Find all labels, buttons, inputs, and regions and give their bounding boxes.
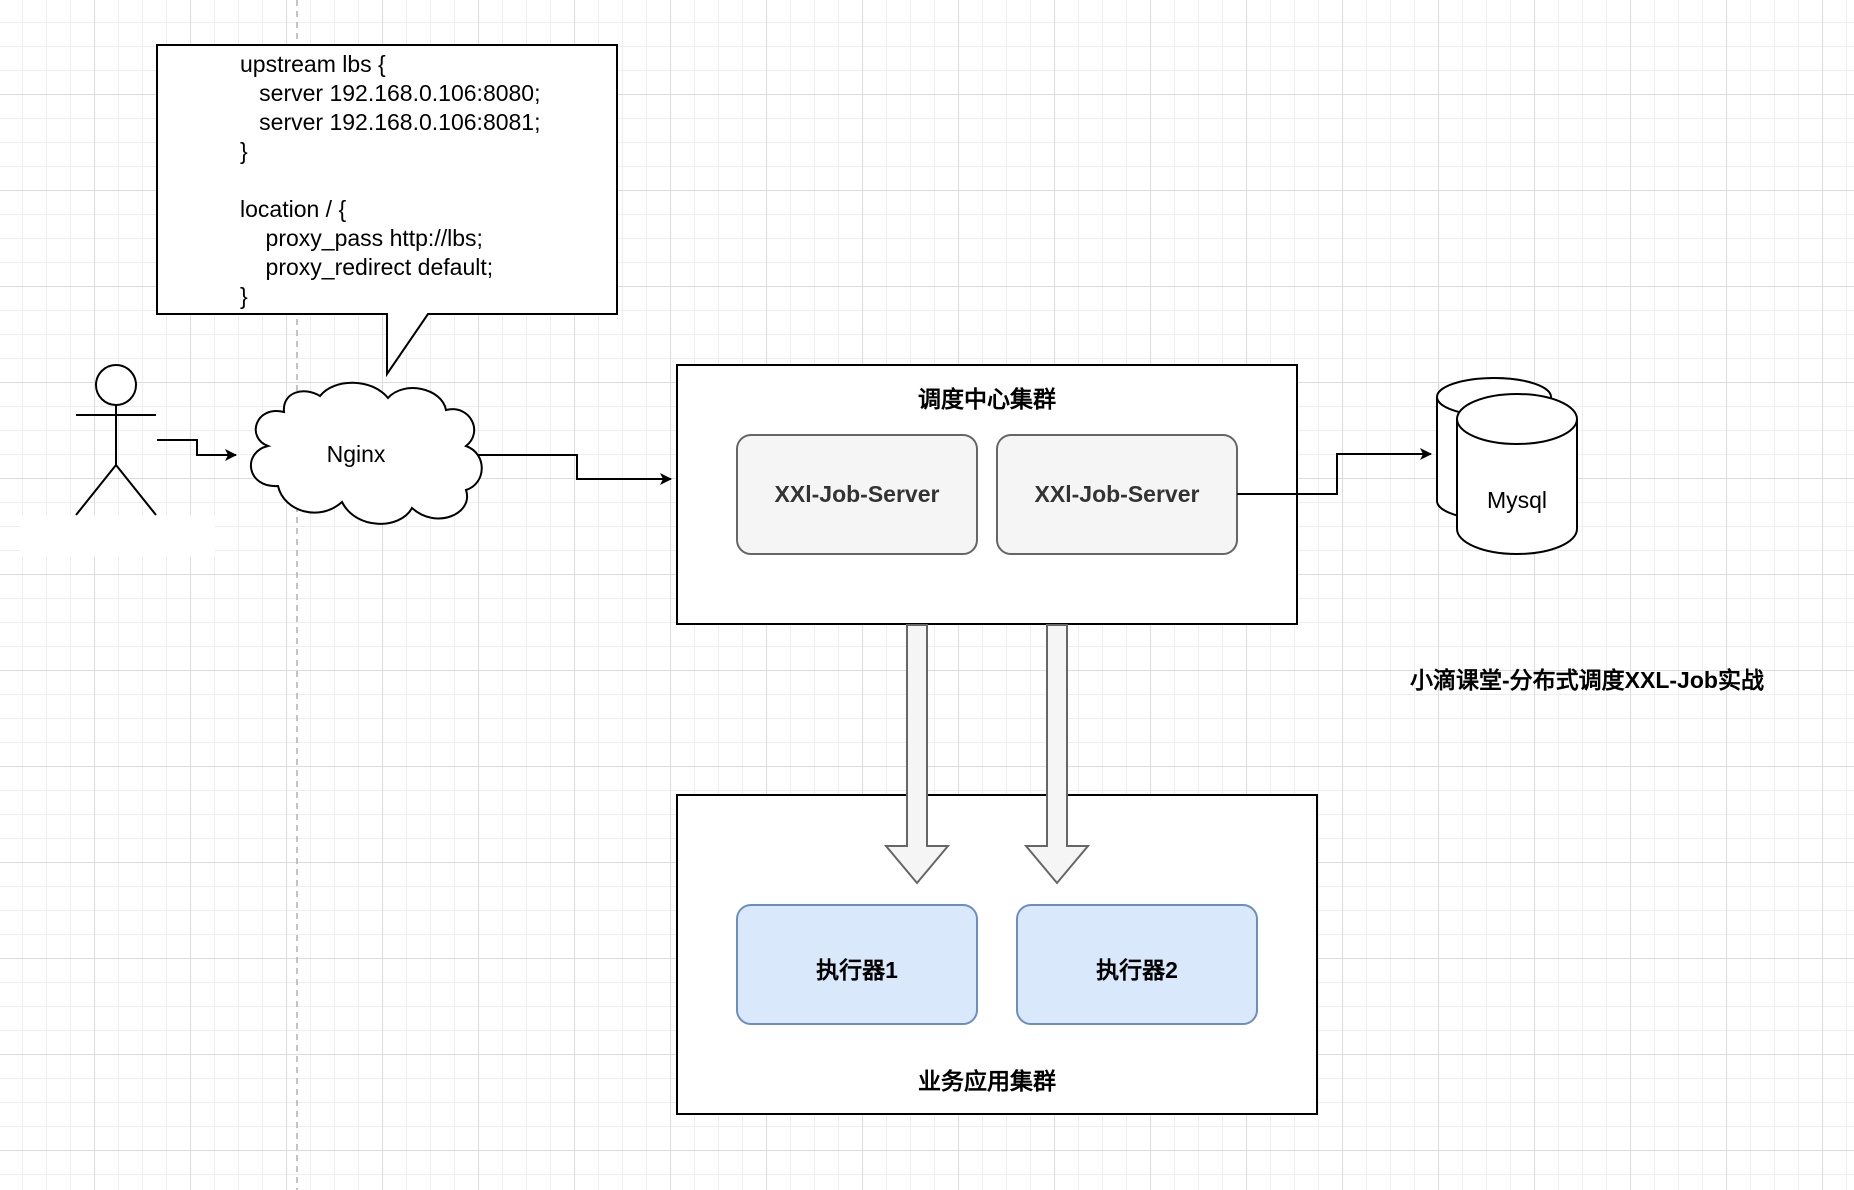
executor-2-label: 执行器2: [1096, 957, 1178, 983]
code-line: server 192.168.0.106:8080;: [240, 80, 541, 106]
actor-to-nginx-arrow: [157, 439, 237, 461]
code-line: upstream lbs {: [240, 51, 386, 77]
xxl-job-server-1[interactable]: [736, 434, 978, 555]
config-callout[interactable]: [156, 44, 618, 378]
code-line: }: [240, 138, 248, 164]
xxl-job-server-1-label: XXl-Job-Server: [774, 481, 940, 507]
mysql-label: Mysql: [1486, 487, 1548, 513]
executor-2[interactable]: [1016, 904, 1258, 1025]
code-line: }: [240, 283, 248, 309]
nginx-label: Nginx: [326, 441, 386, 467]
dispatch-arrow-2: [1023, 624, 1091, 885]
business-cluster-title: 业务应用集群: [918, 1068, 1056, 1094]
code-line: server 192.168.0.106:8081;: [240, 109, 541, 135]
mysql-database-icon[interactable]: [1436, 377, 1578, 555]
server-to-mysql-arrow: [1237, 448, 1432, 495]
executor-1[interactable]: [736, 904, 978, 1025]
xxl-job-server-2-label: XXl-Job-Server: [1034, 481, 1200, 507]
nginx-to-scheduler-arrow: [477, 454, 672, 485]
code-line: proxy_pass http://lbs;: [240, 225, 483, 251]
executor-1-label: 执行器1: [816, 957, 898, 983]
code-line: location / {: [240, 196, 347, 222]
course-watermark: 小滴课堂-分布式调度XXL-Job实战: [1410, 667, 1764, 693]
scheduler-cluster-title: 调度中心集群: [918, 386, 1056, 412]
figure-label-area: [20, 515, 215, 557]
dispatch-arrow-1: [883, 624, 951, 885]
user-actor-icon[interactable]: [75, 364, 157, 516]
nginx-cloud-shape[interactable]: [250, 381, 483, 525]
code-line: proxy_redirect default;: [240, 254, 494, 280]
